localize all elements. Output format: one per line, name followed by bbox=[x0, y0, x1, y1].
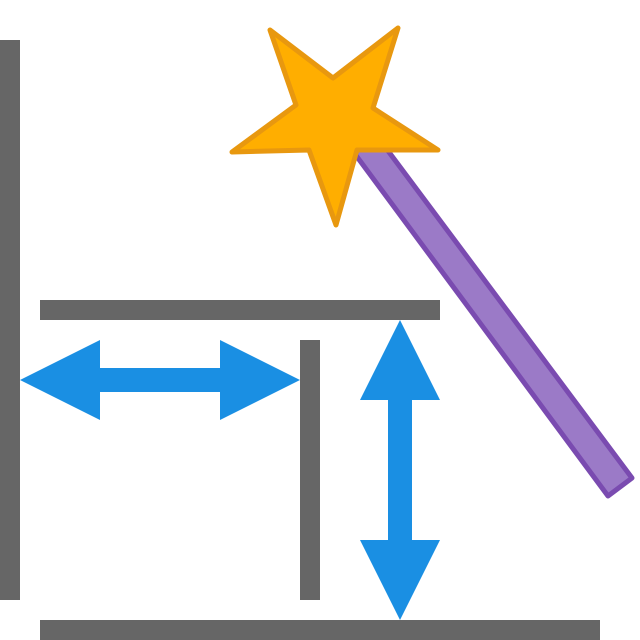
top-guide-bar bbox=[40, 300, 440, 320]
left-guide-bar bbox=[0, 40, 20, 600]
bottom-guide-bar bbox=[40, 620, 600, 640]
horizontal-double-arrow-icon bbox=[20, 340, 300, 420]
vertical-double-arrow-icon bbox=[360, 320, 440, 620]
middle-guide-bar bbox=[300, 340, 320, 600]
star-icon bbox=[229, 25, 441, 228]
